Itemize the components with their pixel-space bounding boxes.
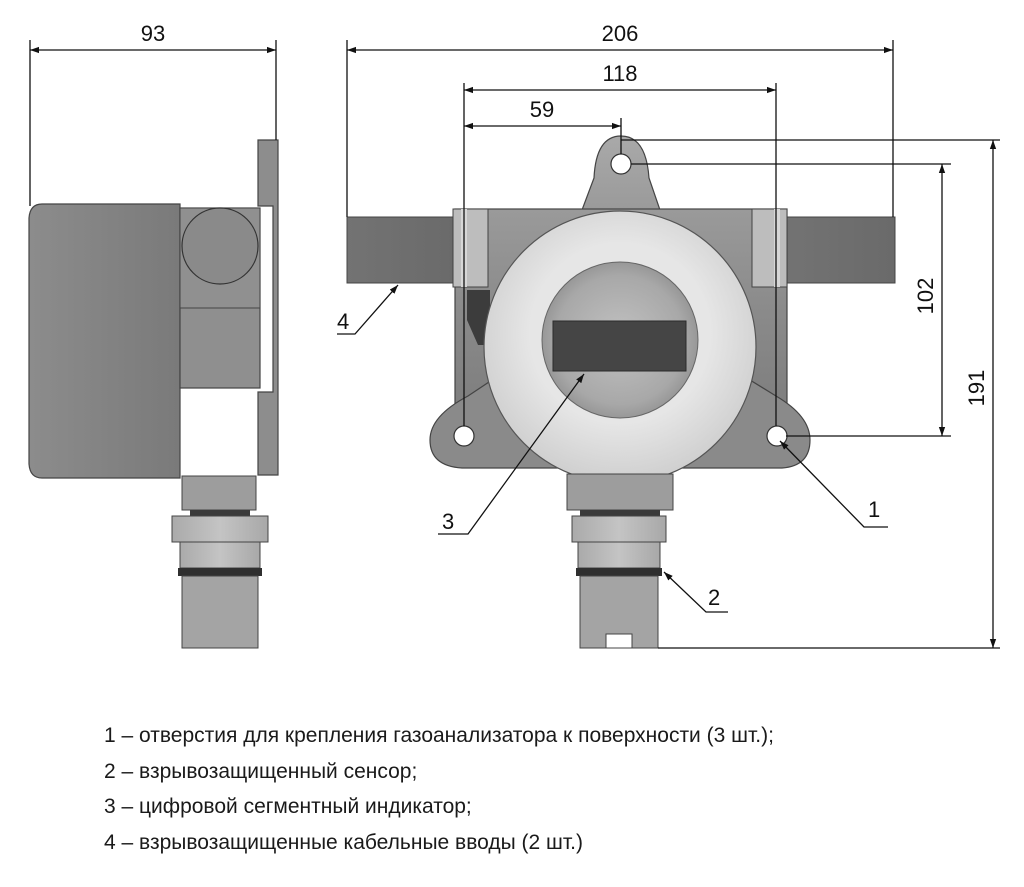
- legend-item-1: 1 – отверстия для крепления газоанализат…: [104, 724, 774, 747]
- gland-nut-left: [452, 208, 489, 288]
- legend-item-4: 4 – взрывозащищенные кабельные вводы (2 …: [104, 830, 584, 854]
- side-housing-dome: [28, 203, 181, 479]
- side-sensor-ring: [178, 568, 262, 576]
- sensor-nut: [571, 515, 667, 543]
- dim-label-118: 118: [602, 61, 637, 86]
- sensor-neck: [566, 473, 674, 511]
- cable-entry-left: [346, 216, 458, 284]
- dimension-lines: [29, 40, 1000, 649]
- cable-entry-right: [784, 216, 896, 284]
- side-sensor-thread-band: [190, 510, 250, 516]
- dim-label-191: 191: [964, 370, 989, 407]
- callout-1: 1: [868, 497, 880, 522]
- digital-display: [552, 320, 687, 372]
- side-cable-entry-circle: [181, 207, 259, 285]
- side-view: [28, 139, 279, 649]
- gland-stripe-right: [774, 209, 780, 287]
- callout-leaders: [337, 284, 888, 613]
- side-mounting-plate: [257, 139, 279, 476]
- dim-label-206: 206: [602, 21, 639, 46]
- legend-item-2: 2 – взрывозащищенный сенсор;: [104, 759, 418, 783]
- sensor-thread-band: [580, 510, 660, 516]
- dimension-labels: 93 206 118 59 102 191: [141, 21, 989, 406]
- callout-2: 2: [708, 585, 720, 610]
- sensor-collar: [577, 541, 661, 569]
- left-mounting-hole: [453, 425, 475, 447]
- legend-item-3: 3 – цифровой сегментный индикатор;: [104, 795, 472, 818]
- sensor-ring: [576, 568, 662, 576]
- dim-label-59: 59: [530, 97, 554, 122]
- gland-nut-right: [751, 208, 788, 288]
- side-sensor-neck: [181, 475, 257, 511]
- front-view: [346, 135, 896, 649]
- dim-label-93: 93: [141, 21, 165, 46]
- cover-bracket: [467, 290, 490, 345]
- right-mounting-hole: [766, 425, 788, 447]
- callout-3: 3: [442, 509, 454, 534]
- side-sensor-collar: [179, 541, 261, 569]
- top-mounting-hole: [610, 153, 632, 175]
- legend-list: 1 – отверстия для крепления газоанализат…: [104, 718, 774, 860]
- callout-4: 4: [337, 309, 349, 334]
- dim-label-102: 102: [913, 278, 938, 315]
- sensor-slot: [605, 633, 633, 649]
- side-sensor-body: [181, 575, 259, 649]
- side-sensor-nut: [171, 515, 269, 543]
- callout-labels: 4 3 1 2: [337, 309, 880, 610]
